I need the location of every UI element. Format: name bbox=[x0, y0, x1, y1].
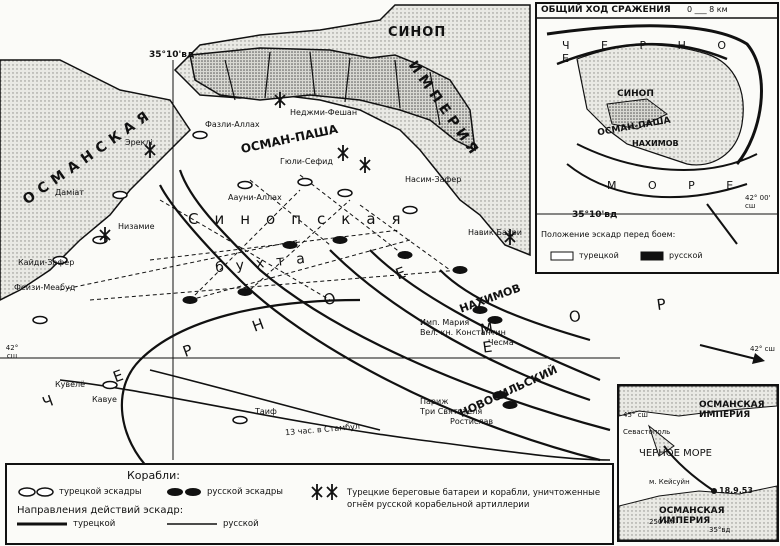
land-west bbox=[0, 59, 191, 301]
ship-navik: Навик-Бахри bbox=[468, 228, 522, 237]
inset-overview-lon: 35°вд bbox=[709, 526, 731, 534]
legend-actions-title: Направления действий эскадр: bbox=[17, 505, 184, 516]
legend-rus-line: русской bbox=[223, 519, 259, 529]
inset-general-more: М О Р Е bbox=[607, 179, 748, 192]
inset-general-legend-turk: турецкой bbox=[579, 251, 619, 260]
nakhimov-ships: Имп. Мария Вел. кн. Константин Чесма bbox=[420, 318, 514, 347]
inset-overview-scale: 250 км bbox=[649, 518, 675, 526]
ship-kavye: Кавуе bbox=[92, 395, 117, 404]
turkish-ship-markers bbox=[32, 130, 418, 425]
inset-general-nakhimov: НАХИМОВ bbox=[632, 139, 679, 148]
parallel-right: 42° сш bbox=[750, 345, 775, 353]
meridian-top-label: 35°10'вд bbox=[149, 50, 195, 60]
meridian-bottom-label: 35°10'вд bbox=[572, 210, 618, 220]
inset-general-legend-label: Положение эскадр перед боем: bbox=[541, 230, 676, 239]
inset-general-legend-rus: русской bbox=[669, 251, 703, 260]
inset-general-svg bbox=[537, 17, 777, 261]
inset-overview: ОСМАНСКАЯ ИМПЕРИЯ ЧЕРНОЕ МОРЕ Севастопол… bbox=[617, 384, 779, 542]
legend-ships-title: Корабли: bbox=[127, 469, 180, 482]
inset-overview-sea: ЧЕРНОЕ МОРЕ bbox=[639, 448, 712, 459]
legend-svg bbox=[17, 484, 338, 526]
legend: Корабли: турецкой эскадры русской эскадр… bbox=[5, 463, 614, 545]
sinop-town bbox=[189, 47, 476, 152]
inset-general-chernoe: Ч Е Р Н О Е bbox=[562, 39, 741, 65]
turkish-routes bbox=[59, 369, 611, 461]
parallel-left: 42° сш bbox=[5, 344, 19, 360]
inset-general-title: ОБЩИЙ ХОД СРАЖЕНИЯ bbox=[541, 5, 671, 15]
ship-fazli: Фазли-Аллах bbox=[205, 120, 260, 129]
ship-tayf: Таиф bbox=[255, 407, 277, 416]
inset-overview-title: ОСМАНСКАЯ ИМПЕРИЯ bbox=[699, 400, 765, 420]
inset-overview-kavkaz: м. Кейсуйн bbox=[649, 478, 690, 486]
inset-overview-sevastopol: Севастополь bbox=[623, 428, 671, 436]
legend-turk-ships: турецкой эскадры bbox=[59, 487, 142, 497]
ship-kaidi: Кайди-Зафер bbox=[18, 258, 75, 267]
inset-overview-date: 18.9.53 bbox=[719, 486, 753, 495]
inset-general-sinop: СИНОП bbox=[617, 89, 654, 99]
inset-general-course: ОБЩИЙ ХОД СРАЖЕНИЯ 0 ___ 8 км СИНОП ОСМА… bbox=[535, 2, 779, 274]
inset-overview-lat: 45° сш bbox=[623, 411, 648, 419]
ship-feizi: Фейзи-Меабуд bbox=[14, 283, 76, 292]
ship-auni: Аауни-Аллах bbox=[228, 193, 282, 202]
inset-general-scale: 0 ___ 8 км bbox=[687, 5, 728, 14]
ship-kuvele: Кувелё bbox=[55, 380, 86, 389]
ship-guli: Гюли-Сефид bbox=[280, 157, 333, 166]
legend-rus-ships: русской эскадры bbox=[207, 487, 283, 497]
battery-marks bbox=[99, 92, 516, 245]
inset-overview-svg bbox=[619, 386, 777, 540]
ship-nizamie: Низамие bbox=[118, 222, 155, 231]
legend-batteries: Турецкие береговые батареи и корабли, ун… bbox=[347, 488, 601, 510]
sinopskaya-label: Синопская bbox=[188, 210, 417, 228]
russian-ship-markers bbox=[182, 236, 518, 409]
sinop-label: СИНОП bbox=[388, 25, 447, 40]
novosilsky-ships: Париж Три Святителя Ростислав bbox=[420, 397, 494, 426]
fire-lines bbox=[59, 174, 461, 301]
ship-nasim: Насим-Зафер bbox=[405, 175, 462, 184]
inset-overview-empire: ОСМАНСКАЯ ИМПЕРИЯ bbox=[659, 506, 725, 526]
ship-nedzhmi: Неджми-Фешан bbox=[290, 108, 358, 117]
inset-general-coord: 42° 00' сш bbox=[745, 194, 771, 210]
legend-turk-line: турецкой bbox=[73, 519, 116, 529]
ship-damiat: Даміат bbox=[55, 188, 84, 197]
ship-erekli: Эреклі bbox=[125, 138, 153, 147]
